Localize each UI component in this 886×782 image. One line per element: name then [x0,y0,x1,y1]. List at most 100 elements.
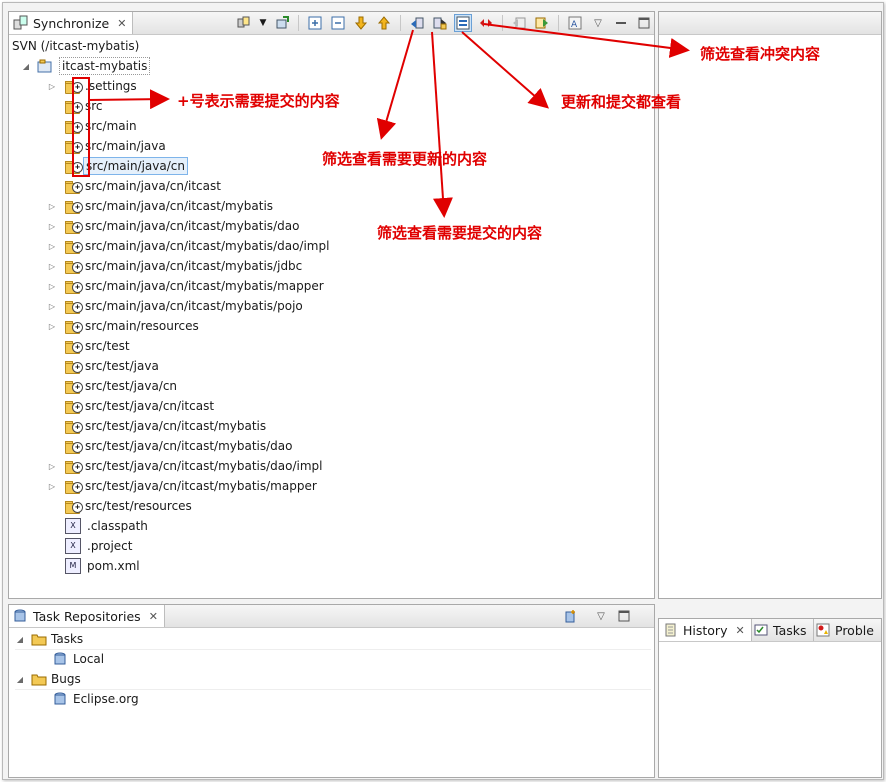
incoming-mode-icon[interactable] [408,14,426,32]
tree-expanded-icon[interactable]: ◢ [22,61,30,71]
tree-collapsed-icon[interactable]: ▷ [48,481,56,491]
close-icon[interactable]: ✕ [117,16,127,30]
tree-row-label: src/main/java/cn [83,157,188,175]
tree-row[interactable]: +src/test/resources [47,496,194,516]
tree-collapsed-icon[interactable]: ▷ [48,281,56,291]
repo-item[interactable]: Local [53,649,104,669]
tree-collapsed-icon[interactable]: ▷ [48,221,56,231]
tree-expanded-icon[interactable]: ◢ [16,674,24,684]
tree-row-label: src/main/java/cn/itcast/mybatis/dao/impl [85,239,330,253]
tree-row-label: src/main/java/cn/itcast/mybatis/dao [85,219,300,233]
synchronize-icon [13,15,29,31]
tree-collapsed-icon[interactable]: ▷ [48,321,56,331]
next-arrow-icon[interactable] [352,14,370,32]
repo-item-label: Local [73,652,105,666]
outgoing-folder-icon: + [65,240,83,254]
repo-item-label: Eclipse.org [73,692,139,706]
minimize-icon[interactable] [612,14,630,32]
tree-row-label: .settings [85,79,137,93]
maximize-icon[interactable] [615,607,633,625]
tab-synchronize[interactable]: Synchronize ✕ [9,12,134,34]
tree-row-label: src/test/java/cn/itcast/mybatis/dao [85,439,293,453]
outgoing-folder-icon: + [65,260,83,274]
pin-icon[interactable] [273,14,291,32]
tab-problems-label: Proble [835,622,874,638]
toolbar-separator [298,15,299,31]
tree-row[interactable]: +src/test/java/cn/itcast/mybatis/dao [47,436,294,456]
outgoing-mode-icon[interactable] [431,14,449,32]
toolbar-separator [400,15,401,31]
tree-row[interactable]: +src/test/java/cn/itcast/mybatis [47,416,268,436]
previous-arrow-icon[interactable] [375,14,393,32]
tree-row[interactable]: +src/test/java/cn/itcast [47,396,216,416]
tree-row[interactable]: ▷+src/main/java/cn/itcast/mybatis/dao [47,216,301,236]
expand-all-icon[interactable] [306,14,324,32]
tree-row-label: src/main/java/cn/itcast/mybatis/jdbc [85,259,303,273]
close-icon[interactable]: ✕ [148,609,158,623]
outgoing-folder-icon: + [65,340,83,354]
forward-icon[interactable] [533,14,551,32]
tree-collapsed-icon[interactable]: ▷ [48,301,56,311]
annotation-filter-commit: 筛选查看需要提交的内容 [377,224,543,242]
tree-row-label: src/test/java/cn [85,379,178,393]
folder-icon [31,671,47,687]
tree-row[interactable]: ▷+src/main/java/cn/itcast/mybatis [47,196,275,216]
tree-row-label: src/main/java/cn/itcast/mybatis/mapper [85,279,324,293]
view-menu-icon[interactable]: ▽ [594,17,602,29]
tree-row[interactable]: ▷ +src/main/java/cn/itcast/mybatis/dao/im… [47,236,331,256]
tab-tasks[interactable]: Tasks [749,619,814,641]
repo-group-label: Bugs [51,672,81,686]
project-icon [37,58,53,74]
tasks-icon [753,622,769,638]
tab-task-repositories[interactable]: Task Repositories ✕ [9,605,165,627]
tree-collapsed-icon[interactable]: ▷ [48,461,56,471]
tree-row[interactable]: +src/test/java [47,356,161,376]
tree-row-label: src/test/java/cn/itcast/mybatis [85,419,267,433]
history-tabbar: History ✕ Tasks Proble [659,619,881,642]
synchronize-view: Synchronize ✕ ▼ [8,11,655,599]
tree-row[interactable]: ▷+src/main/resources [47,316,201,336]
tree-row-label: .classpath [87,519,148,533]
tree-expanded-icon[interactable]: ◢ [16,634,24,644]
outgoing-folder-icon: + [65,420,83,434]
tree-row-label: .project [87,539,133,553]
tree-row[interactable]: ▷ +src/main/java/cn/itcast/mybatis/jdbc [47,256,304,276]
close-icon[interactable]: ✕ [735,623,745,637]
tree-collapsed-icon[interactable]: ▷ [48,81,56,91]
tab-synchronize-label: Synchronize [33,15,110,31]
outgoing-folder-icon: + [65,460,83,474]
repo-group[interactable]: ◢Tasks [15,629,651,650]
annotation-update-and-commit: 更新和提交都查看 [561,93,682,111]
tree-row[interactable]: ▷+src/test/java/cn/itcast/mybatis/mapper [47,476,319,496]
add-repository-icon[interactable] [561,607,579,625]
tree-row[interactable]: +src/main/java/cn/itcast [47,176,223,196]
tree-root[interactable]: ◢ itcast-mybatis [21,56,151,76]
collapse-all-icon[interactable] [329,14,347,32]
link-editor-icon[interactable]: A [566,14,584,32]
annotation-filter-conflict: 筛选查看冲突内容 [700,45,821,63]
tree-collapsed-icon[interactable]: ▷ [48,261,56,271]
outgoing-folder-icon: + [65,280,83,294]
tree-row[interactable]: +src/test [47,336,132,356]
tree-row[interactable]: X.project [47,536,134,556]
tab-history[interactable]: History ✕ [659,619,752,641]
chevron-down-icon[interactable]: ▼ [259,18,267,28]
tree-row[interactable]: ▷ +src/main/java/cn/itcast/mybatis/mapper [47,276,326,296]
maximize-icon[interactable] [635,14,653,32]
tree-row[interactable]: ▷+src/main/java/cn/itcast/mybatis/pojo [47,296,305,316]
tree-row-label: src/main/resources [85,319,199,333]
incoming-outgoing-mode-icon[interactable] [454,14,472,32]
tree-row[interactable]: ▷+src/test/java/cn/itcast/mybatis/dao/im… [47,456,325,476]
tree-row[interactable]: +src/test/java/cn [47,376,179,396]
tree-collapsed-icon[interactable]: ▷ [48,201,56,211]
synchronize-tabbar: Synchronize ✕ ▼ [9,12,654,35]
tree-collapsed-icon[interactable]: ▷ [48,241,56,251]
repo-group[interactable]: ◢ Bugs [15,669,651,690]
repo-item[interactable]: Eclipse.org [53,689,139,709]
right-top-tabbar [659,12,881,35]
tab-problems[interactable]: Proble [811,619,880,641]
view-menu-icon[interactable]: ▽ [597,610,605,622]
sync-config-icon[interactable] [235,14,253,32]
tree-row[interactable]: X.classpath [47,516,150,536]
